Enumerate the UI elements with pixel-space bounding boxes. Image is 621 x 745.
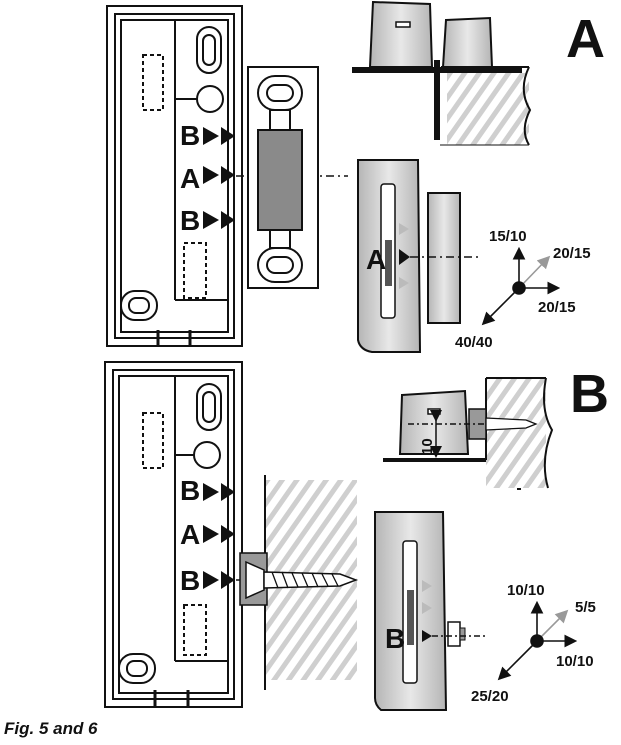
panel-a: B A B — [106, 0, 605, 353]
axes-a — [481, 246, 561, 326]
axis-label-a-diag: 20/15 — [553, 245, 591, 262]
magnet-side-a — [441, 16, 494, 68]
front-view-a: A — [357, 159, 478, 353]
triangle-icon — [203, 571, 219, 589]
axis-label-a-right: 20/15 — [538, 299, 576, 316]
magnet-marker-b: B — [385, 623, 405, 654]
triangle-icon — [221, 166, 235, 184]
axis-label-b-diag: 5/5 — [575, 599, 596, 616]
axis-label-b-down: 25/20 — [471, 688, 509, 705]
axis-label-b-up: 10/10 — [507, 582, 545, 599]
side-marker-b-3: B — [180, 565, 200, 596]
side-marker-a-1: B — [180, 120, 200, 151]
screw-icon — [263, 571, 359, 589]
side-marker-a-3: B — [180, 205, 200, 236]
base-plate-a-feet — [156, 330, 192, 346]
panel-letter-a: A — [566, 9, 605, 69]
triangle-icon — [221, 127, 235, 145]
triangle-icon — [221, 211, 235, 229]
magnet-marker-a: A — [366, 244, 386, 275]
detector-side-a — [368, 0, 434, 68]
triangle-icon — [203, 127, 219, 145]
side-view-b: 10 — [383, 377, 554, 490]
side-marker-a-2: A — [180, 163, 200, 194]
front-view-b: B — [374, 511, 486, 711]
axis-label-a-down: 40/40 — [455, 334, 493, 351]
wall-screw-b — [239, 475, 359, 690]
side-markers-b: B A B — [180, 475, 235, 596]
triangle-icon — [203, 483, 219, 501]
triangle-icon — [203, 211, 219, 229]
axis-label-b-right: 10/10 — [556, 653, 594, 670]
magnet-a — [247, 66, 319, 289]
triangle-icon — [221, 571, 235, 589]
axes-b — [497, 600, 578, 681]
triangle-icon — [203, 525, 219, 543]
side-marker-b-1: B — [180, 475, 200, 506]
figure-caption: Fig. 5 and 6 — [4, 719, 98, 738]
triangle-icon — [221, 483, 235, 501]
side-markers-a: B A B — [180, 120, 235, 236]
panel-letter-b: B — [570, 364, 609, 424]
spacer-value: 10 — [419, 438, 436, 455]
base-plate-b-feet — [153, 690, 190, 707]
triangle-icon — [221, 525, 235, 543]
side-view-a — [352, 0, 532, 146]
triangle-icon — [203, 166, 219, 184]
panel-b: B A B — [104, 361, 609, 711]
axis-label-a-up: 15/10 — [489, 228, 527, 245]
side-marker-b-2: A — [180, 519, 200, 550]
